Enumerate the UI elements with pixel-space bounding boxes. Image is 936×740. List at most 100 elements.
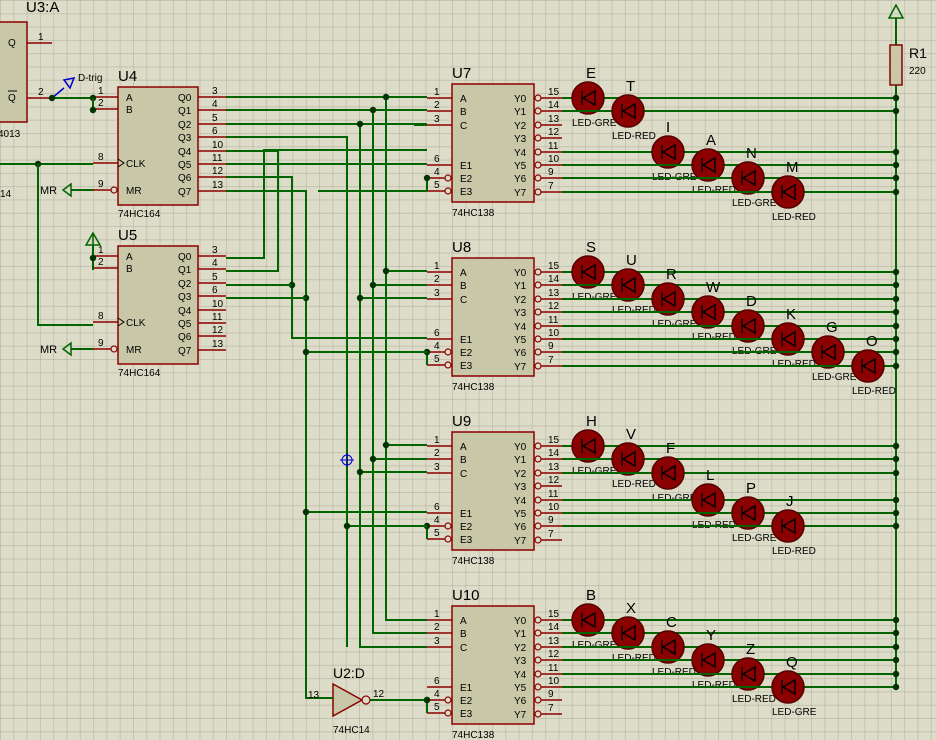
decoder-output-pin-number: 10	[548, 502, 560, 513]
junction-dot	[48, 94, 56, 102]
pin-14-label: 14	[0, 189, 12, 200]
decoder-input-pin-number: 4	[434, 167, 440, 178]
junction-dot	[892, 174, 900, 182]
inverting-bubble	[534, 322, 542, 330]
led-letter-label: W	[706, 279, 721, 296]
inverting-bubble	[534, 509, 542, 517]
junction-dot	[892, 161, 900, 169]
inverter-pin-in: 13	[308, 690, 320, 701]
diode-triangle-icon	[621, 450, 636, 468]
decoder-input-pin-number: 3	[434, 462, 440, 473]
led-body	[651, 630, 685, 664]
junction-dot	[369, 281, 377, 289]
shift-register-input-label: CLK	[126, 159, 146, 170]
u4-q4-wire	[226, 150, 279, 245]
decoder-output-pin-number: 13	[548, 288, 560, 299]
shift-register-input-pin-number: 2	[98, 98, 104, 109]
led-letter-label: Z	[746, 641, 755, 658]
led-part-label: LED-GRE	[572, 640, 617, 651]
shift-register-output-pin-number: 3	[212, 86, 218, 97]
led-body	[571, 429, 605, 463]
diode-triangle-icon	[581, 263, 596, 281]
led-body	[811, 335, 845, 369]
diode-triangle-icon	[661, 464, 676, 482]
inverting-bubble	[534, 268, 542, 276]
inverting-bubble	[534, 469, 542, 477]
led-part-label: LED-RED	[612, 479, 656, 490]
u3-part-label: 4013	[0, 129, 21, 140]
led-part-label: LED-GRE	[652, 493, 697, 504]
shift-register-input-label: B	[126, 105, 133, 116]
decoder-input-pin-number: 4	[434, 341, 440, 352]
diode-triangle-icon	[661, 290, 676, 308]
led-part-label: LED-RED	[692, 185, 736, 196]
decoder-output-pin-number: 7	[548, 529, 554, 540]
decoder-output-label: Y6	[514, 522, 527, 533]
diode-triangle-icon	[701, 491, 716, 509]
led-body	[691, 148, 725, 182]
led-letter-label: H	[586, 413, 597, 430]
mr-terminal-label: MR	[40, 344, 57, 356]
led-part-label: LED-RED	[772, 212, 816, 223]
diode-triangle-icon	[581, 89, 596, 107]
led-body	[691, 643, 725, 677]
clk-edge-icon	[117, 317, 125, 327]
shift-register-output-label: Q6	[178, 332, 192, 343]
led-letter-label: R	[666, 266, 677, 283]
shift-register-input-pin-number: 1	[98, 245, 104, 256]
led-body	[571, 81, 605, 115]
led-part-label: LED-RED	[652, 667, 696, 678]
decoder-output-label: Y7	[514, 536, 527, 547]
led-part-label: LED-GRE	[812, 372, 857, 383]
led-part-label: LED-GRE	[772, 707, 817, 718]
decoder-part: 74HC138	[452, 556, 495, 567]
inverting-bubble	[534, 522, 542, 530]
inverting-bubble	[534, 348, 542, 356]
led-part-label: LED-RED	[692, 680, 736, 691]
inverting-bubble	[534, 281, 542, 289]
decoder-output-pin-number: 15	[548, 261, 560, 272]
decoder-output-pin-number: 15	[548, 609, 560, 620]
junction-dot	[302, 508, 310, 516]
led-body	[851, 349, 885, 383]
junction-dot	[892, 522, 900, 530]
shift-register-output-pin-number: 4	[212, 258, 218, 269]
shift-register-output-label: Q2	[178, 120, 192, 131]
inverting-bubble	[534, 121, 542, 129]
shift-register-ref: U4	[118, 68, 137, 85]
decoder-output-pin-number: 12	[548, 649, 560, 660]
inverting-bubble	[534, 295, 542, 303]
junction-dot	[892, 268, 900, 276]
decoder-output-label: Y7	[514, 710, 527, 721]
inverting-bubble	[534, 670, 542, 678]
shift-register-part: 74HC164	[118, 209, 161, 220]
decoder-output-pin-number: 11	[548, 663, 559, 674]
led-letter-label: E	[586, 65, 596, 82]
junction-dot	[343, 522, 351, 530]
resistor-r1-body	[889, 44, 903, 86]
decoder-output-label: Y3	[514, 308, 527, 319]
junction-dot	[892, 322, 900, 330]
shift-register-output-label: Q7	[178, 187, 192, 198]
trunk-b	[372, 110, 427, 634]
mr-terminal-label: MR	[40, 185, 57, 197]
decoder-output-pin-number: 9	[548, 341, 554, 352]
decoder-part: 74HC138	[452, 382, 495, 393]
mr-terminal-icon	[61, 182, 72, 198]
diode-triangle-icon	[741, 504, 756, 522]
shift-register-output-label: Q4	[178, 147, 192, 158]
decoder-input-label: A	[460, 94, 467, 105]
shift-register-input-label: A	[126, 93, 133, 104]
decoder-output-pin-number: 14	[548, 274, 560, 285]
inverting-bubble	[534, 482, 542, 490]
led-part-label: LED-RED	[772, 546, 816, 557]
decoder-input-pin-number: 1	[434, 435, 440, 446]
decoder-output-pin-number: 14	[548, 448, 560, 459]
junction-dot	[356, 468, 364, 476]
shift-register-input-pin-number: 2	[98, 257, 104, 268]
inverting-bubble	[444, 696, 452, 704]
decoder-input-pin-number: 5	[434, 354, 440, 365]
shift-register-output-label: Q3	[178, 292, 192, 303]
inverting-bubble	[534, 308, 542, 316]
